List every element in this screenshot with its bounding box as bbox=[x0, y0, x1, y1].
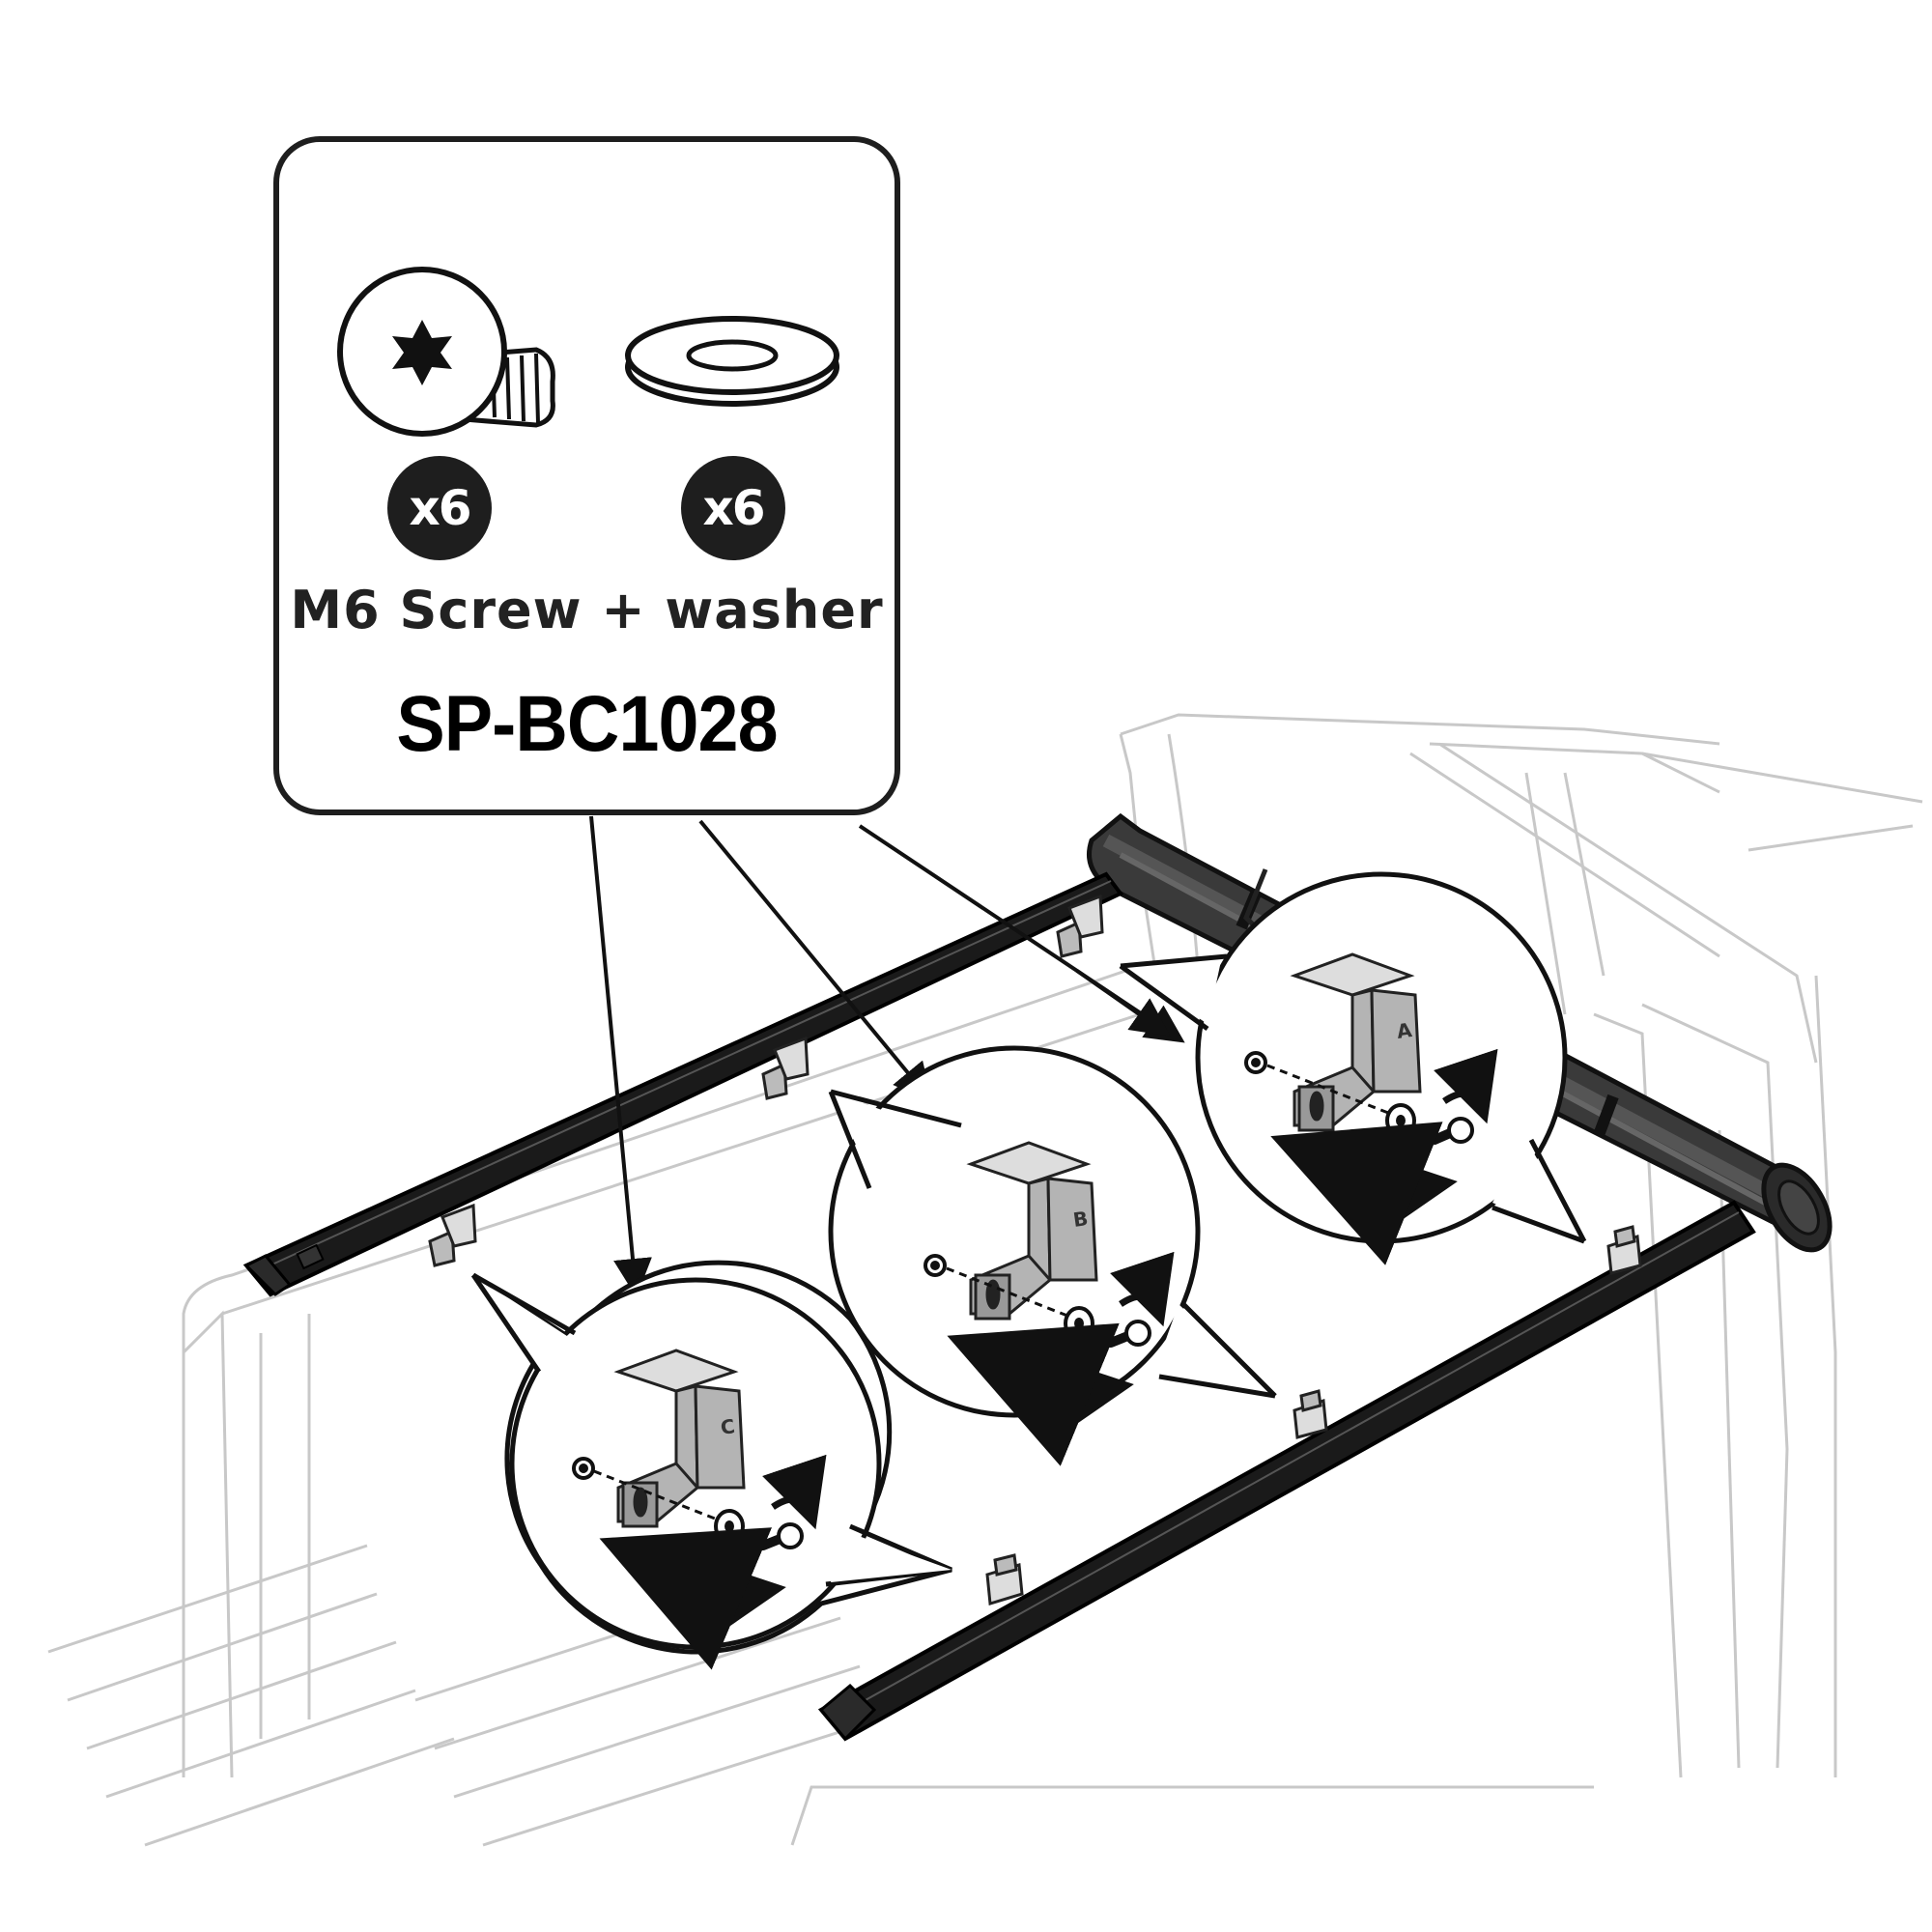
parts-box bbox=[273, 136, 900, 815]
bracket-a bbox=[1290, 952, 1422, 1132]
callout-b-letter: B bbox=[1071, 1207, 1090, 1232]
rail-clamp-right-1 bbox=[985, 1553, 1024, 1605]
torx-screw-icon-overlay bbox=[337, 267, 555, 437]
bracket-c bbox=[613, 1349, 746, 1528]
parts-label: M6 Screw + washer bbox=[290, 580, 884, 640]
right-side-rail bbox=[817, 1200, 1756, 1742]
rail-clamp-left-2 bbox=[761, 1036, 810, 1100]
rail-clamp-right-3 bbox=[1606, 1225, 1642, 1275]
rail-clamp-left-3 bbox=[1056, 894, 1104, 958]
callout-b bbox=[828, 1045, 1277, 1466]
left-side-rail bbox=[242, 871, 1124, 1297]
washer-quantity-badge: x6 bbox=[681, 456, 785, 560]
bracket-b bbox=[966, 1141, 1098, 1321]
leader-arrow-clamp-a bbox=[1075, 969, 1171, 1037]
screw-quantity-badge: x6 bbox=[387, 456, 492, 560]
rail-clamp-right-2 bbox=[1293, 1389, 1328, 1439]
rail-clamp-left-1 bbox=[428, 1203, 477, 1267]
callout-c bbox=[470, 1260, 952, 1670]
callout-c-letter: C bbox=[719, 1414, 737, 1439]
callout-a-letter: A bbox=[1395, 1018, 1414, 1043]
truck-bed-outline bbox=[47, 713, 1923, 1847]
washer-icon-overlay bbox=[625, 316, 839, 407]
part-number: SP-BC1028 bbox=[396, 680, 778, 768]
callout-a bbox=[1119, 871, 1587, 1265]
